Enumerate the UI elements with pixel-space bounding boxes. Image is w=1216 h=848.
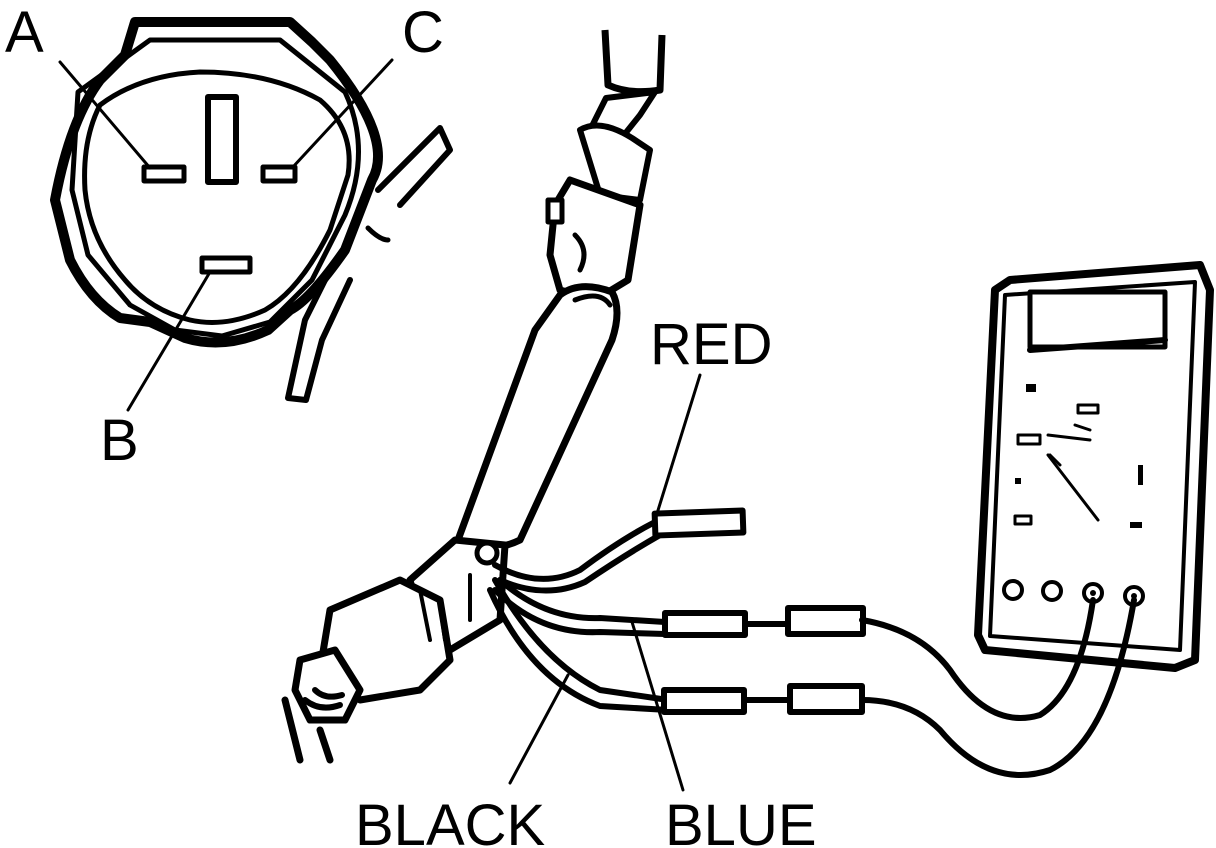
blue-probe-clip [785, 605, 866, 637]
black-leader-line [508, 673, 570, 785]
blue-wire-label: BLUE [665, 793, 817, 848]
red-wire-label: RED [650, 312, 772, 377]
pin-a-leader-line [58, 60, 152, 170]
sensor-body [281, 536, 509, 764]
connector-pin-b-slot [199, 255, 253, 275]
meter-test-leads [859, 597, 1137, 778]
black-wire-terminal [661, 687, 747, 715]
connector-center-pin [205, 94, 239, 185]
connector-pin-c-slot [260, 164, 298, 184]
blue-wire [497, 577, 668, 625]
red-leader-line [653, 373, 702, 522]
connector-face-detail: A C B [5, 0, 453, 473]
multimeter-jack-1 [1002, 579, 1024, 601]
multimeter-display [1027, 289, 1168, 350]
main-wire-harness [454, 283, 621, 551]
black-wire-label: BLACK [355, 793, 546, 848]
blue-wire-terminal [662, 610, 748, 638]
pin-c-label: C [402, 0, 444, 65]
pin-a-label: A [5, 0, 44, 65]
connector-pin-a-slot [141, 164, 187, 184]
black-probe-clip [787, 683, 865, 715]
blue-leader-line [630, 620, 685, 792]
lead-wires [487, 373, 866, 792]
multimeter-jack-2 [1041, 580, 1063, 602]
test-lead-upper [859, 597, 1096, 721]
red-wire-terminal [651, 507, 747, 539]
upper-harness-plug [545, 29, 666, 304]
pin-c-leader-line [290, 58, 394, 170]
test-lead-lower [859, 597, 1137, 778]
pin-b-label: B [100, 408, 139, 473]
black-wire [492, 577, 671, 703]
pin-b-leader-line [126, 270, 212, 412]
multimeter-dial-pointer [1046, 453, 1100, 522]
multimeter [974, 261, 1214, 672]
red-wire [492, 519, 658, 582]
